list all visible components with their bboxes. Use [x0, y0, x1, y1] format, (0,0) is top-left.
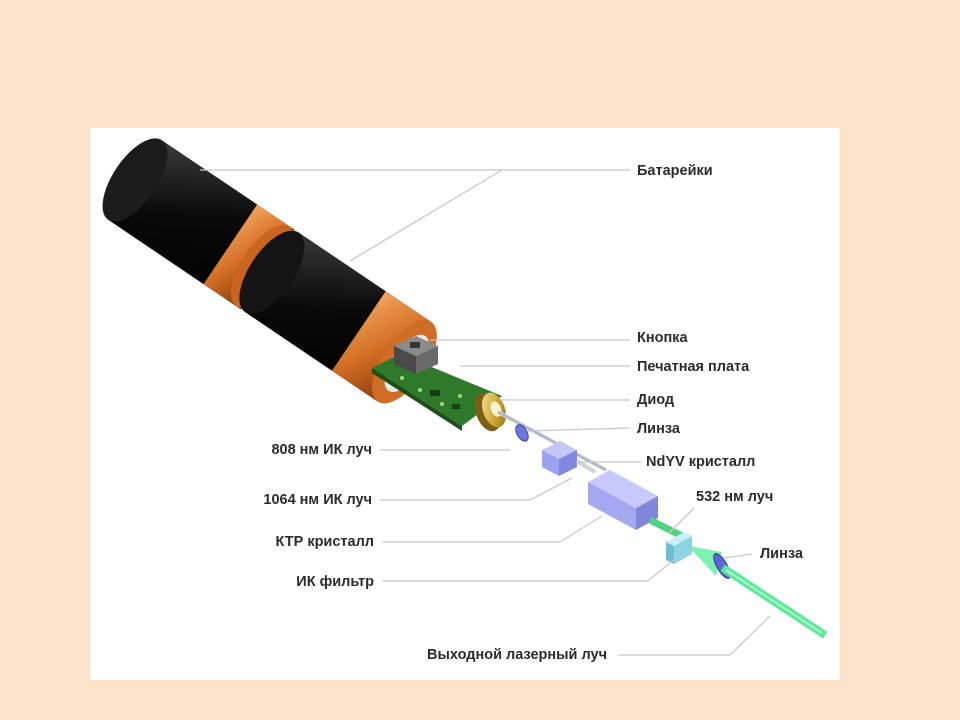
laser-diode: [474, 392, 507, 432]
label-beam-532: 532 нм луч: [696, 489, 773, 505]
battery-2-band: [331, 291, 432, 402]
label-ir-1064: 1064 нм ИК луч: [263, 492, 372, 508]
ndyv-crystal: [542, 441, 577, 476]
label-lens-1: Линза: [637, 421, 681, 437]
ktp-crystal: [588, 470, 658, 530]
beam-expander-cone: [688, 546, 722, 576]
label-diode: Диод: [637, 392, 674, 408]
pcb-board: [372, 354, 502, 431]
label-output-beam: Выходной лазерный луч: [427, 647, 607, 663]
label-lens-2: Линза: [760, 546, 804, 562]
ir-1064-beam: [575, 459, 597, 474]
battery-2-end: [239, 230, 305, 314]
label-button: Кнопка: [637, 330, 688, 346]
label-batteries: Батарейки: [637, 163, 713, 179]
label-pcb: Печатная плата: [637, 359, 750, 375]
laser-pointer-diagram: Батарейки Кнопка Печатная плата Диод Лин…: [102, 138, 828, 663]
battery-1-end: [102, 138, 168, 222]
label-ir-808: 808 нм ИК луч: [271, 442, 372, 458]
label-ir-filter: ИК фильтр: [296, 574, 374, 590]
diagram-panel: Батарейки Кнопка Печатная плата Диод Лин…: [90, 128, 840, 680]
label-ktp-crystal: КТР кристалл: [276, 534, 374, 550]
label-ndyv-crystal: NdYV кристалл: [646, 454, 755, 470]
leader-lines: [200, 169, 771, 656]
push-button: [394, 336, 438, 374]
lens-1: [515, 424, 529, 442]
ir-filter: [666, 532, 692, 564]
